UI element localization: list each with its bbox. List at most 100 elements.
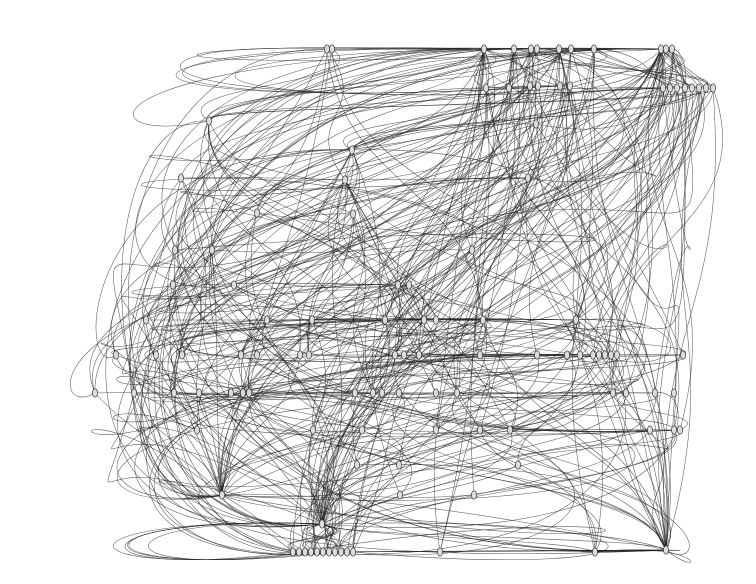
graph-edge: [208, 48, 485, 122]
graph-edge: [242, 354, 594, 394]
graph-edge: [221, 213, 354, 496]
graph-edge: [474, 87, 705, 356]
graph-node: [329, 44, 335, 54]
graph-edge: [592, 354, 667, 551]
graph-node: [310, 425, 316, 435]
graph-edge: [398, 354, 606, 394]
graph-edge: [321, 85, 531, 525]
graph-node: [477, 350, 483, 360]
graph-node: [296, 547, 302, 557]
graph-node: [170, 280, 176, 290]
graph-edge: [149, 354, 581, 555]
graph-edge: [113, 179, 348, 356]
graph-edge: [334, 429, 651, 553]
graph-edge: [198, 392, 323, 525]
graph-node: [556, 44, 562, 54]
graph-edge: [221, 48, 532, 496]
graph-edge: [321, 87, 693, 525]
graph-edge: [351, 87, 700, 151]
graph-edge: [70, 284, 399, 398]
graph-edge: [528, 48, 708, 89]
graph-edge: [431, 319, 488, 394]
graph-edge: [208, 87, 510, 122]
graph-edge: [321, 87, 664, 525]
graph-node: [395, 280, 401, 290]
graph-node: [350, 547, 356, 557]
graph-node: [596, 350, 602, 360]
graph-edge: [175, 87, 678, 288]
graph-edge: [579, 354, 667, 551]
graph-edge: [398, 392, 675, 431]
graph-edge: [105, 87, 510, 497]
graph-edge: [435, 354, 684, 431]
graph-edge: [172, 48, 517, 251]
graph-node: [342, 175, 348, 185]
graph-edge: [570, 48, 693, 89]
graph-node: [324, 44, 330, 54]
graph-edge: [517, 429, 681, 466]
graph-node: [652, 388, 658, 398]
graph-node: [196, 388, 202, 398]
graph-node: [178, 173, 184, 183]
graph-edge: [321, 392, 627, 525]
graph-edge: [382, 319, 686, 356]
graph-edge: [510, 48, 534, 87]
graph-node: [480, 315, 486, 325]
graph-edges: [70, 47, 723, 563]
graph-edge: [92, 87, 702, 394]
graph-edge: [433, 48, 521, 553]
graph-edge: [174, 87, 707, 526]
graph-edge: [121, 177, 342, 553]
graph-edge: [149, 319, 577, 466]
graph-node: [297, 350, 303, 360]
graph-edge: [180, 177, 223, 496]
graph-edge: [384, 85, 561, 321]
graph-edge: [393, 354, 597, 553]
graph-edge: [397, 48, 560, 286]
graph-edge: [200, 48, 341, 122]
graph-edge: [479, 429, 667, 551]
graph-edge: [310, 87, 516, 553]
graph-node: [660, 83, 666, 93]
graph-node: [689, 83, 695, 93]
graph-node: [246, 388, 252, 398]
graph-node: [332, 547, 338, 557]
graph-node: [533, 119, 539, 129]
graph-edge: [364, 87, 495, 394]
graph-node: [370, 388, 376, 398]
graph-edge: [344, 48, 538, 181]
graph-node: [602, 350, 608, 360]
graph-edge: [120, 85, 531, 496]
graph-edge: [221, 392, 383, 496]
graph-edge: [326, 429, 513, 553]
graph-edge: [133, 48, 667, 127]
graph-edge: [221, 354, 396, 496]
graph-node: [308, 547, 314, 557]
graph-node: [421, 315, 427, 325]
graph-edge: [312, 319, 647, 435]
graph-node: [171, 388, 177, 398]
graph-node: [219, 490, 225, 500]
graph-edge: [180, 48, 674, 356]
graph-edge: [248, 392, 323, 525]
graph-node: [663, 44, 669, 54]
graph-node: [153, 350, 159, 360]
graph-edge: [196, 48, 515, 431]
graph-edge: [558, 48, 700, 89]
graph-edge: [121, 120, 348, 554]
graph-node: [396, 388, 402, 398]
graph-node: [352, 388, 358, 398]
graph-edge: [397, 284, 481, 431]
graph-edge: [208, 120, 420, 356]
graph-edge: [527, 48, 673, 179]
graph-node: [525, 173, 531, 183]
graph-node: [379, 388, 385, 398]
graph-node: [416, 350, 422, 360]
graph-node: [534, 44, 540, 54]
graph-edge: [394, 85, 539, 356]
graph-node: [696, 83, 702, 93]
graph-edge: [227, 354, 337, 553]
graph-node: [344, 547, 350, 557]
graph-edge: [173, 85, 571, 554]
graph-node: [677, 425, 683, 435]
